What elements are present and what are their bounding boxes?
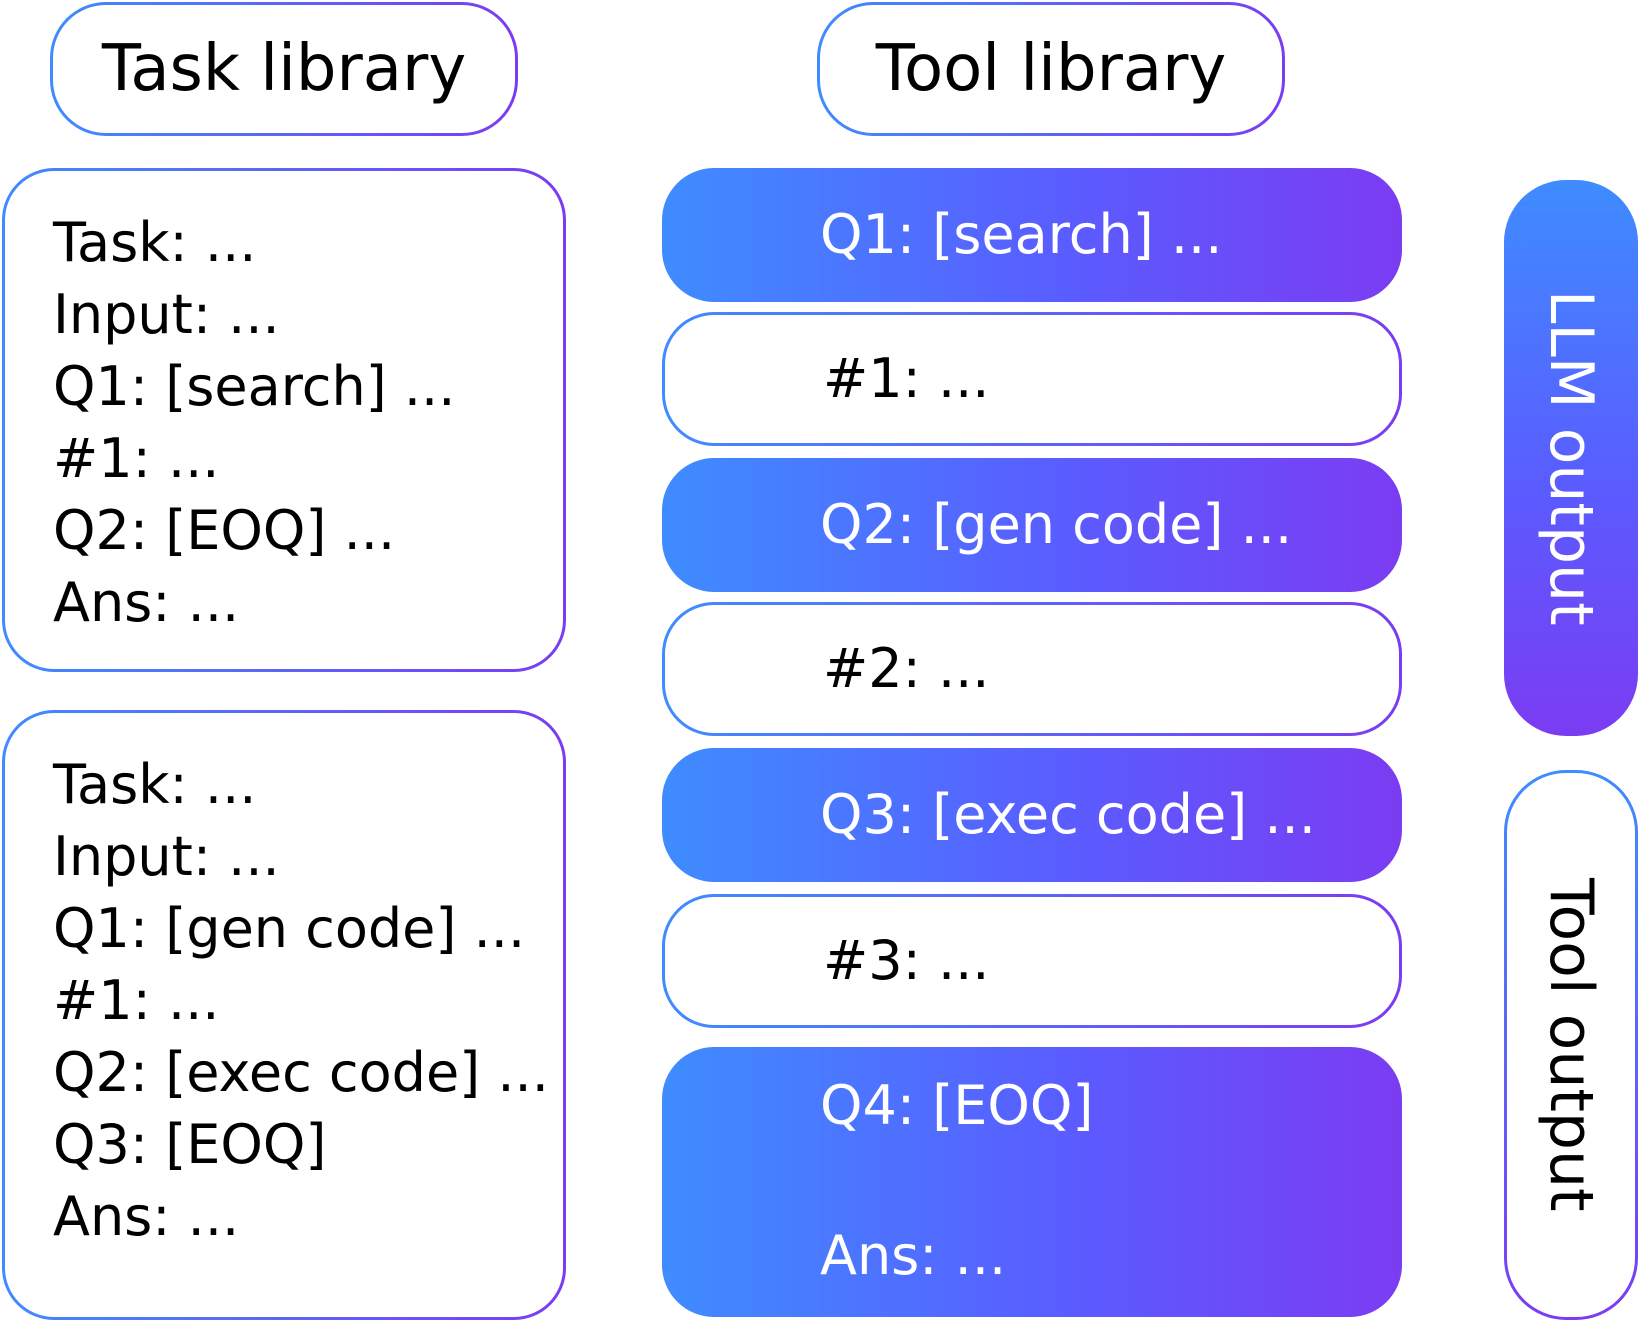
program-step-q1: Q1: [search] ... [662, 168, 1402, 302]
task-line: Q1: [search] ... [53, 355, 456, 418]
task-library-title: Task library [101, 32, 467, 106]
task-line: Ans: ... [53, 571, 240, 634]
task-library-header: Task library [50, 2, 518, 136]
program-step-result-1: #1: ... [662, 312, 1402, 446]
task-example-card-1: Task: ... Input: ... Q1: [search] ... #1… [2, 168, 566, 672]
task-line: Input: ... [53, 825, 280, 888]
step-label: Q2: [gen code] ... [820, 493, 1293, 556]
program-step-result-3: #3: ... [662, 894, 1402, 1028]
final-answer-label: Ans: ... [820, 1224, 1007, 1287]
step-label: #3: ... [823, 929, 990, 992]
tool-library-header: Tool library [817, 2, 1285, 136]
task-line: Q2: [exec code] ... [53, 1041, 549, 1104]
tool-output-label-box: Tool output [1504, 770, 1638, 1320]
task-line: #1: ... [53, 969, 220, 1032]
task-line: Input: ... [53, 283, 280, 346]
task-line: Q1: [gen code] ... [53, 897, 526, 960]
task-line: Q2: [EOQ] ... [53, 499, 396, 562]
task-line: Task: ... [53, 753, 257, 816]
tool-output-label: Tool output [1536, 878, 1606, 1212]
step-label: #2: ... [823, 637, 990, 700]
program-step-result-2: #2: ... [662, 602, 1402, 736]
task-line: Ans: ... [53, 1185, 240, 1248]
tool-library-title: Tool library [875, 32, 1227, 106]
step-label: Q3: [exec code] ... [820, 783, 1316, 846]
program-step-q4-final: Q4: [EOQ] Ans: ... [662, 1047, 1402, 1317]
task-line: #1: ... [53, 427, 220, 490]
task-example-2-lines: Task: ... Input: ... Q1: [gen code] ... … [53, 749, 549, 1253]
task-line: Task: ... [53, 211, 257, 274]
llm-output-label-box: LLM output [1504, 180, 1638, 736]
llm-output-label: LLM output [1536, 290, 1606, 626]
program-step-q2: Q2: [gen code] ... [662, 458, 1402, 592]
task-line: Q3: [EOQ] [53, 1113, 327, 1176]
program-step-q3: Q3: [exec code] ... [662, 748, 1402, 882]
step-label: Q4: [EOQ] [820, 1074, 1094, 1137]
task-example-card-2: Task: ... Input: ... Q1: [gen code] ... … [2, 710, 566, 1320]
step-label: #1: ... [823, 347, 990, 410]
task-example-1-lines: Task: ... Input: ... Q1: [search] ... #1… [53, 207, 455, 639]
step-label: Q1: [search] ... [820, 203, 1223, 266]
